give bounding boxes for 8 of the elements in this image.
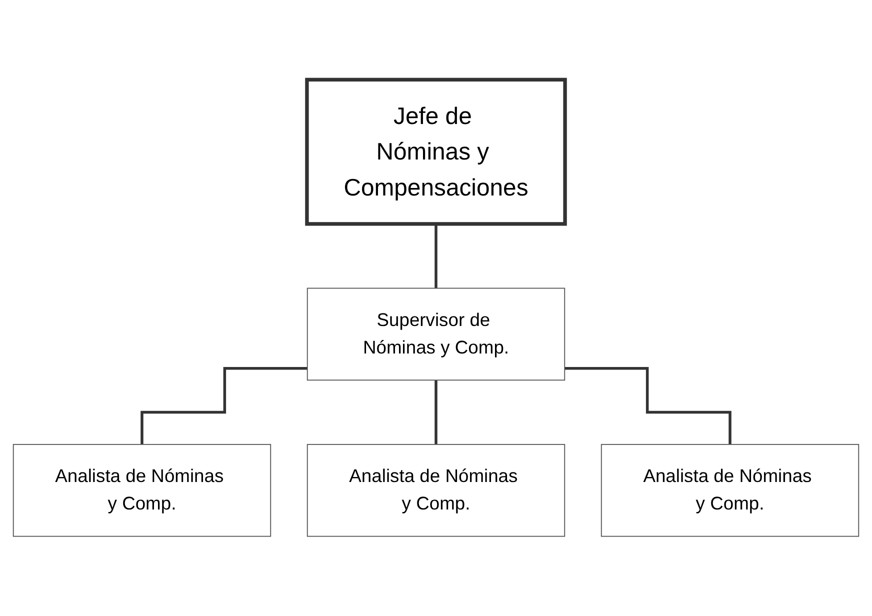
node-box: Analista de Nóminas y Comp.	[600, 444, 860, 537]
node-box: Jefe de Nóminas y Compensaciones	[305, 78, 567, 226]
node-box: Analista de Nóminas y Comp.	[306, 444, 566, 537]
connector	[140, 366, 308, 446]
node-box: Analista de Nóminas y Comp.	[12, 444, 272, 537]
connector	[564, 366, 732, 446]
connector	[434, 378, 438, 446]
node-box: Supervisor de Nóminas y Comp.	[306, 288, 566, 381]
